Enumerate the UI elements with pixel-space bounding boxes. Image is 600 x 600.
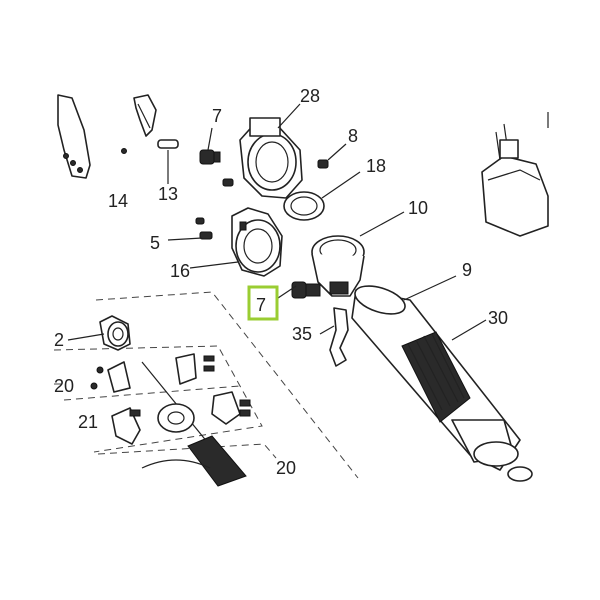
hinge-plate-part-14 (57, 94, 127, 179)
callout-9: 9 (462, 260, 472, 280)
dashed-group-20 (53, 291, 359, 479)
callout-18: 18 (366, 156, 386, 176)
callout-2: 2 (54, 330, 64, 350)
callout-20-bottom: 20 (276, 458, 296, 478)
clamp-part-16 (189, 207, 283, 277)
hinge-arm-part (133, 94, 157, 137)
charger-adapter (481, 112, 549, 237)
callout-21: 21 (78, 412, 98, 432)
pin-part-13 (157, 139, 179, 184)
callout-7-highlighted: 7 (256, 295, 266, 315)
callout-5: 5 (150, 233, 160, 253)
collar-part-10 (311, 211, 405, 297)
callout-7-highlight-box (247, 285, 279, 321)
pulley-part-2 (67, 315, 131, 351)
callout-10: 10 (408, 198, 428, 218)
nut-part-8 (317, 143, 347, 169)
screws-part-5 (167, 217, 213, 241)
callout-28: 28 (300, 86, 320, 106)
callout-16: 16 (170, 261, 190, 281)
bracket-set-20 (90, 353, 215, 393)
callout-7-top: 7 (212, 106, 222, 126)
callout-8: 8 (348, 126, 358, 146)
callout-35: 35 (292, 324, 312, 344)
callout-14: 14 (108, 191, 128, 211)
bracket-set-21 (111, 391, 251, 445)
screw-part-7-lower (277, 281, 321, 299)
callout-20-left: 20 (54, 376, 74, 396)
shaft-and-handle (141, 361, 247, 487)
callout-30: 30 (488, 308, 508, 328)
lever-part-35 (319, 307, 349, 367)
screw-part-7-top (199, 127, 234, 187)
ring-part-18 (283, 171, 361, 221)
clamp-housing-part-28 (239, 103, 303, 199)
callout-13: 13 (158, 184, 178, 204)
tube-end (451, 419, 533, 482)
grip-part-30 (401, 319, 487, 423)
